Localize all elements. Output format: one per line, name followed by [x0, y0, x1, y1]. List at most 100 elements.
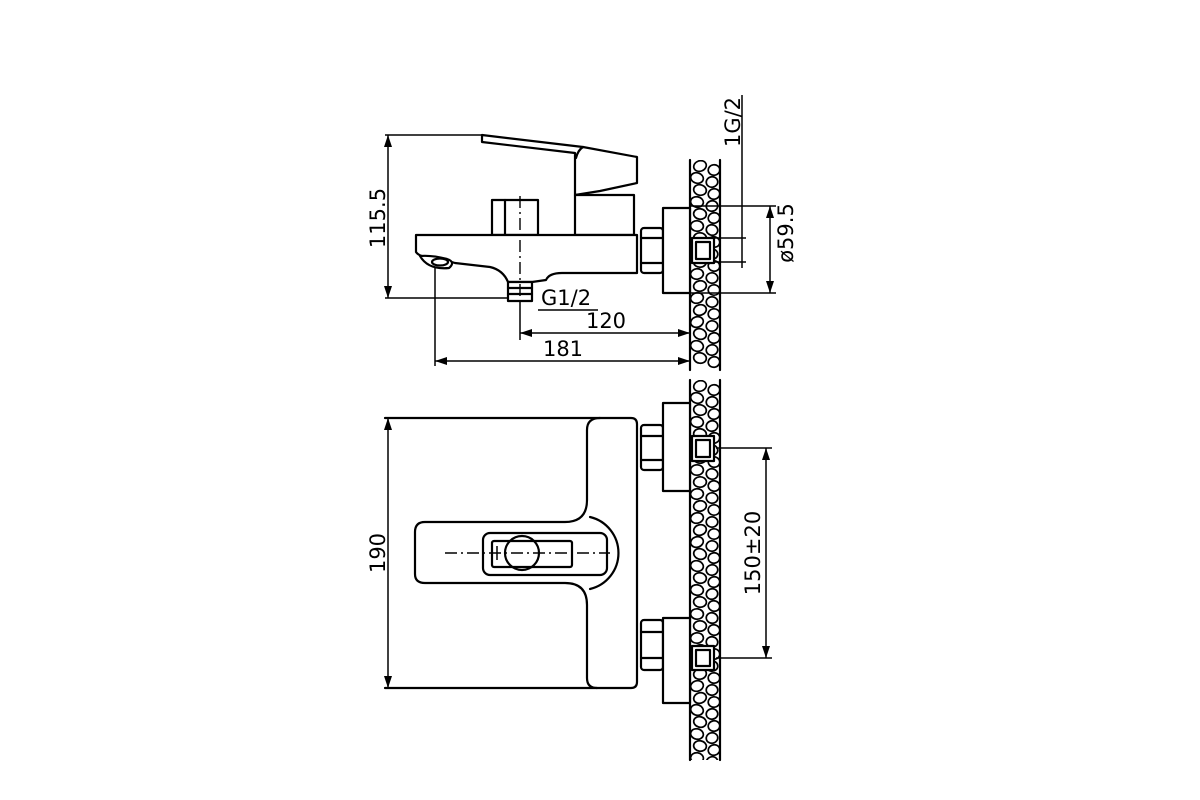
wall-pebble [692, 739, 708, 753]
wall-pebble [705, 319, 719, 333]
union-nut-lower [639, 618, 665, 672]
wall-pebble [692, 403, 708, 417]
wall-pebble [705, 295, 719, 309]
eccentric-connector-inner [694, 648, 712, 668]
wall-pebble [692, 499, 708, 513]
wall-pebble [707, 503, 720, 517]
width-dimension-label: 190 [366, 533, 390, 573]
wall-pebble [692, 160, 708, 173]
handle-hub [588, 515, 620, 591]
wall-pebble [707, 187, 720, 201]
wall-pebble [705, 731, 719, 745]
wall-pebble [705, 755, 719, 760]
wall-pebble [692, 523, 708, 537]
wall-pebble [692, 547, 708, 561]
wall-pebble [707, 623, 720, 637]
wall-section-side [688, 158, 722, 372]
wall-pebble [690, 463, 705, 477]
wall-pebble [690, 391, 705, 405]
wall-pebble [692, 475, 708, 489]
wall-pebble [690, 559, 705, 573]
wall-pebble [692, 351, 708, 365]
eccentric-connector-inner [694, 438, 712, 459]
diverter-knob [490, 198, 540, 237]
escutcheon-flange [661, 206, 692, 295]
eccentric-connector-inner [694, 240, 712, 261]
wall-pebble [705, 563, 719, 577]
wall-pebble [707, 163, 720, 177]
union-nut-upper [639, 423, 665, 472]
wall-pebble [707, 355, 720, 369]
wall-pebble [692, 715, 708, 729]
body-outline [383, 416, 639, 690]
wall-pebble [705, 491, 719, 505]
wall-pebble [707, 527, 720, 541]
wall-pebble [707, 695, 720, 709]
wall-pebble [705, 343, 719, 357]
wall-pebble [705, 539, 719, 553]
inlet-spacing-label: 150±20 [741, 511, 765, 595]
wall-pebble [692, 571, 708, 585]
front-view: 190 150±20 [366, 378, 772, 762]
wall-pebble [705, 395, 719, 409]
wall-pebble [707, 575, 720, 589]
wall-pebble [690, 511, 705, 525]
mixer-body [414, 233, 639, 284]
wall-pebble [690, 339, 705, 353]
wall-pebble [707, 479, 720, 493]
wall-pebble [705, 587, 719, 601]
wall-pebble [692, 380, 708, 393]
wall-pebble [692, 327, 708, 341]
wall-pebble [705, 467, 719, 481]
wall-pebble [705, 175, 719, 189]
wall-pebble [707, 383, 720, 397]
wall-pebble [690, 703, 705, 717]
outlet-offset-label: 120 [586, 309, 626, 333]
wall-pebble [705, 419, 719, 433]
wall-pebble [690, 171, 705, 185]
union-nut [639, 226, 665, 275]
wall-pebble [690, 607, 705, 621]
spout-aerator [430, 257, 450, 267]
wall-pebble [690, 751, 705, 760]
wall-pebble [705, 271, 719, 285]
wall-pebble [692, 691, 708, 705]
escutcheon-diameter-label: ø59.5 [774, 203, 798, 263]
lever-handle [480, 133, 639, 197]
escutcheon-flange-upper [661, 401, 692, 493]
wall-pebble [690, 219, 705, 233]
lever-handle-edge [574, 145, 585, 160]
side-view: 115.5 1G/2 ø59.5 G1/2 120 181 [366, 95, 798, 372]
wall-pebble [707, 283, 720, 297]
wall-pebble [707, 407, 720, 421]
wall-pebble [690, 583, 705, 597]
wall-pebble [707, 331, 720, 345]
wall-pebble [690, 631, 705, 645]
wall-pebble [705, 707, 719, 721]
wall-pebble [692, 619, 708, 633]
cartridge-housing [573, 193, 636, 237]
wall-pebble [707, 551, 720, 565]
wall-pebble [705, 611, 719, 625]
wall-pebble [707, 671, 720, 685]
wall-pebble [707, 307, 720, 321]
wall-pebble [692, 595, 708, 609]
wall-pebble [705, 223, 719, 237]
wall-pebble [690, 679, 705, 693]
wall-pebble [692, 183, 708, 197]
body-face-contour [413, 416, 602, 690]
wall-pebble [707, 719, 720, 733]
inlet-thread-label: 1G/2 [721, 97, 745, 147]
handle-slot [481, 531, 609, 577]
wall-pebble [690, 487, 705, 501]
wall-pebble [690, 415, 705, 429]
wall-pebble [690, 535, 705, 549]
wall-pebble [692, 279, 708, 293]
wall-pebble [690, 267, 705, 281]
spout-reach-label: 181 [543, 337, 583, 361]
wall-pebble [705, 515, 719, 529]
wall-pebble [690, 727, 705, 741]
wall-pebble [705, 683, 719, 697]
wall-pebble [692, 207, 708, 221]
